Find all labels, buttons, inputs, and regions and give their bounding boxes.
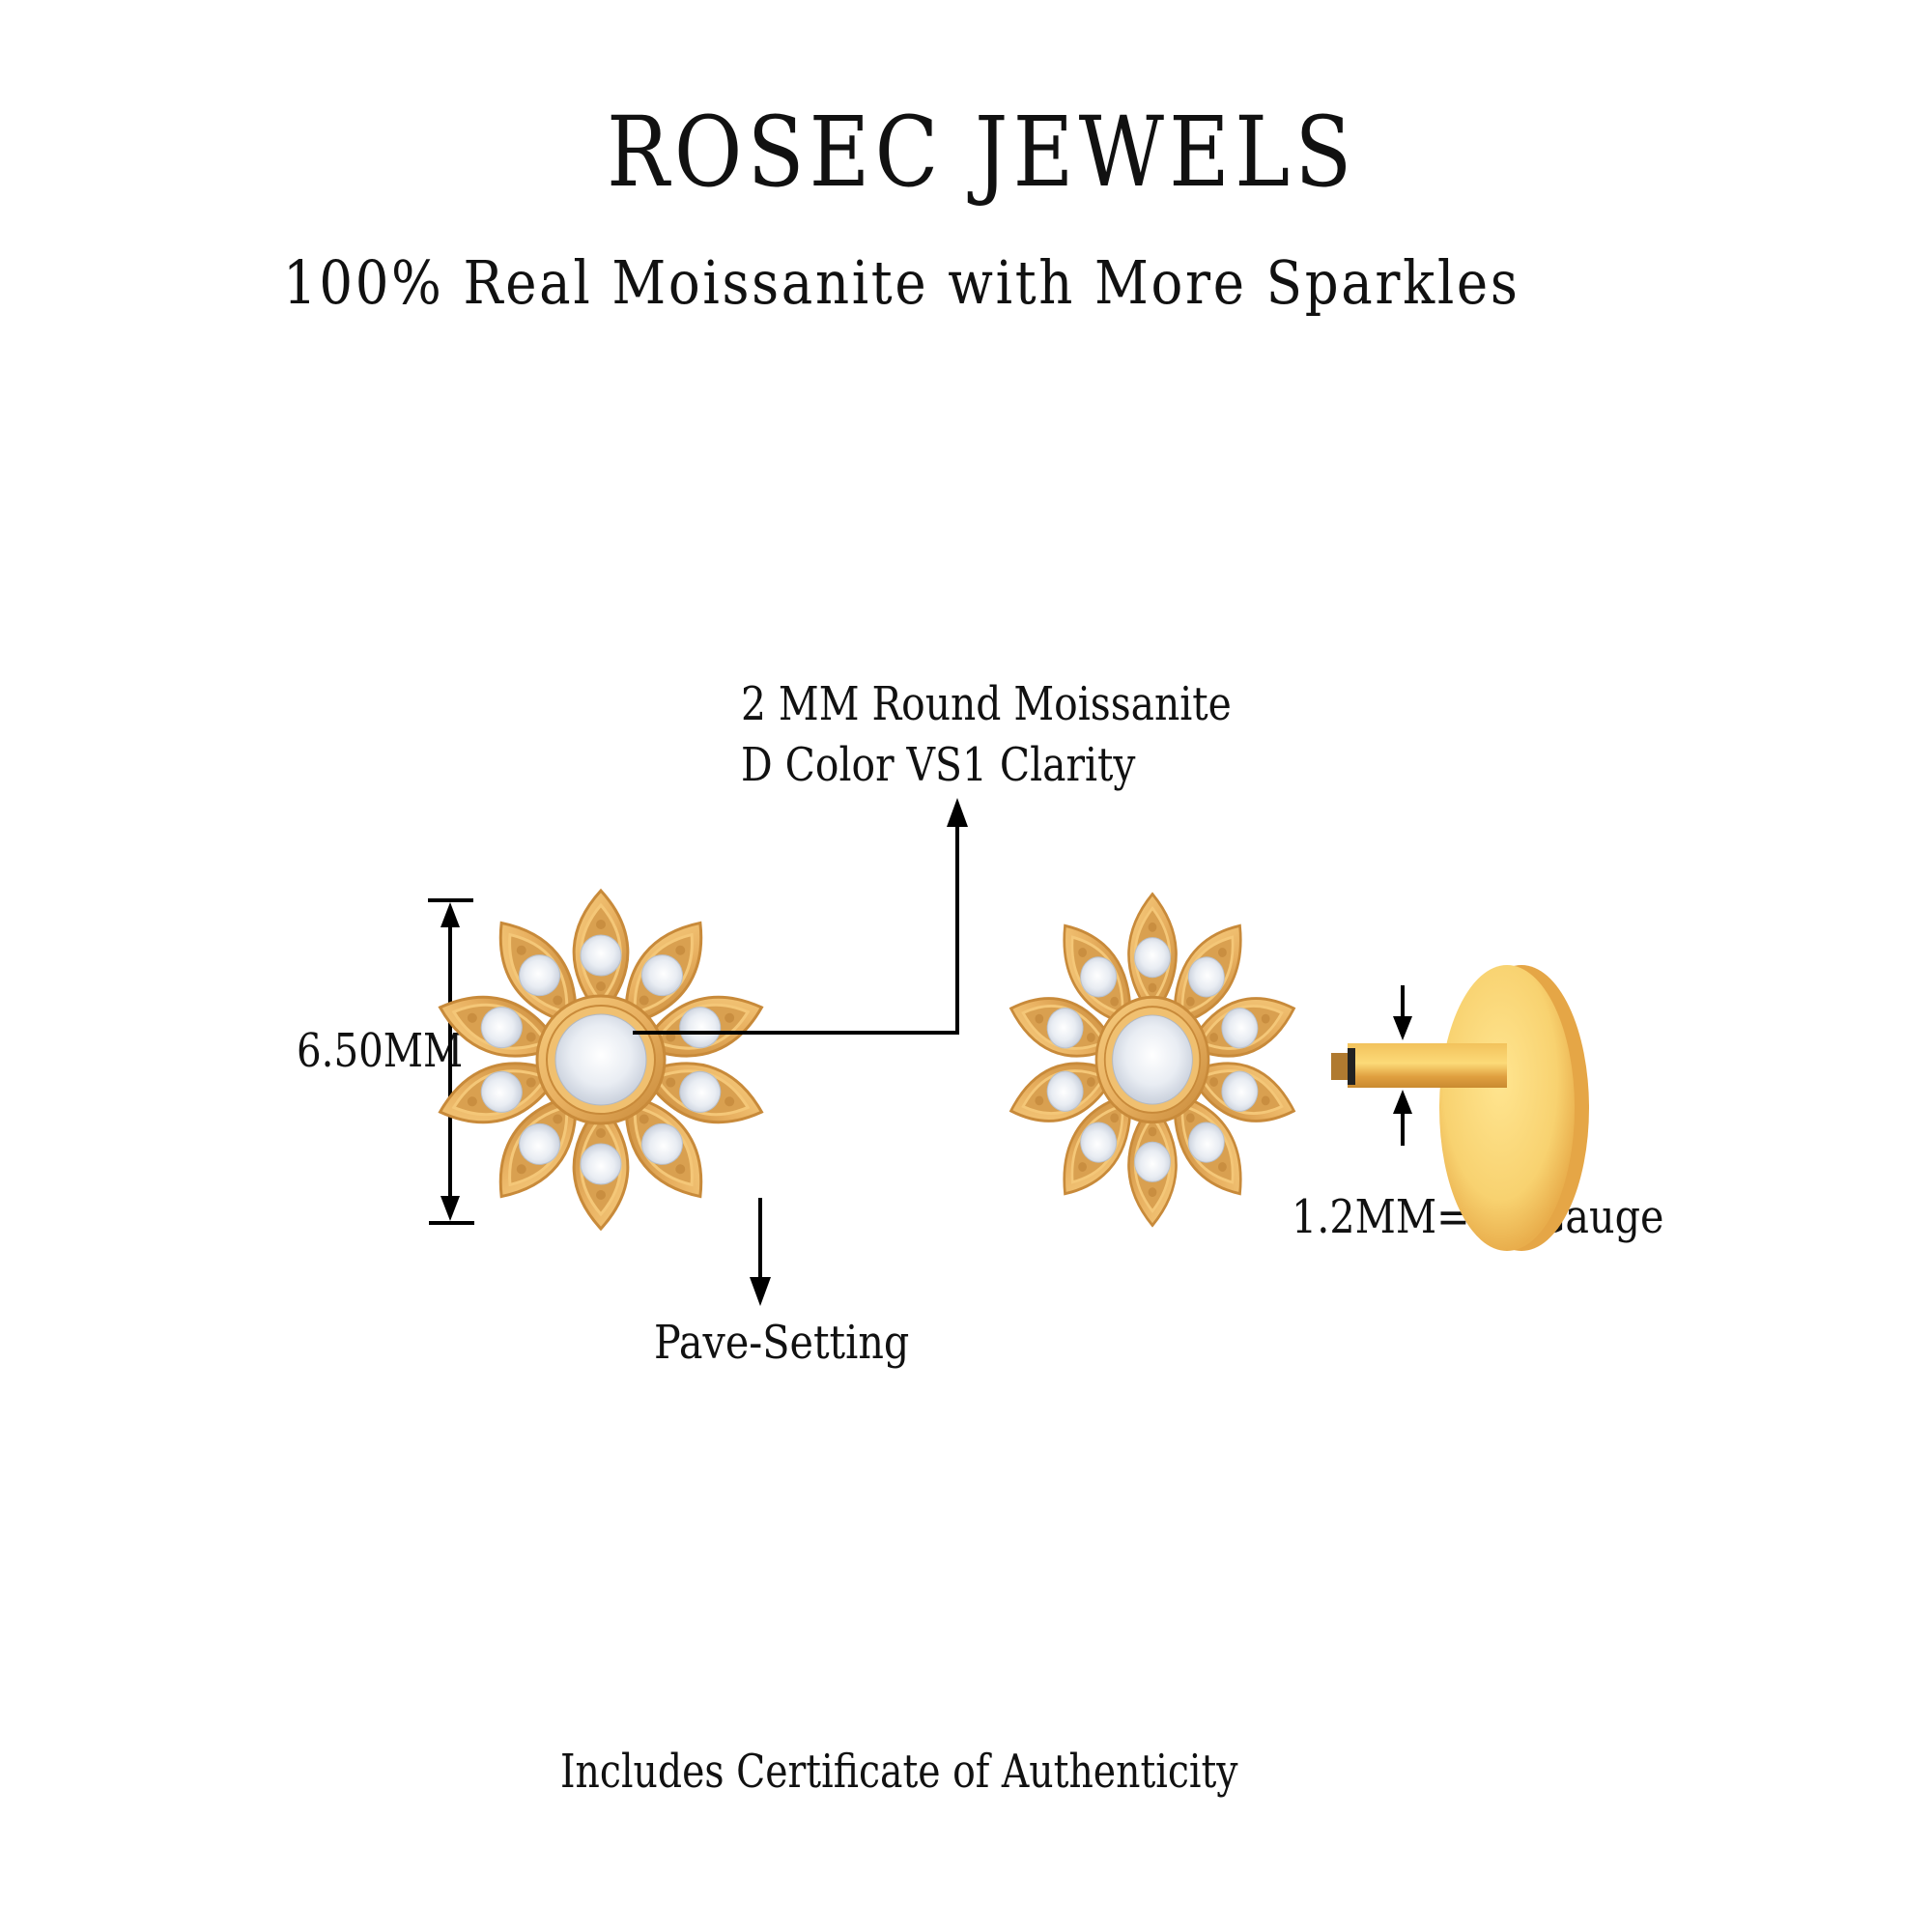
brand-title: ROSEC JEWELS bbox=[607, 96, 1357, 209]
certificate-note: Includes Certificate of Authenticity bbox=[560, 1745, 1238, 1799]
tagline: 100% Real Moissanite with More Sparkles bbox=[283, 247, 1520, 318]
earring-side-view bbox=[1002, 893, 1589, 1251]
height-dimension-label: 6.50MM bbox=[297, 1024, 464, 1078]
center-stone-callout bbox=[633, 798, 968, 1035]
setting-label: Pave-Setting bbox=[654, 1316, 910, 1370]
gauge-dimension-marker bbox=[1393, 985, 1412, 1146]
center-stone-label-line2: D Color VS1 Clarity bbox=[741, 738, 1136, 792]
center-stone-label-line1: 2 MM Round Moissanite bbox=[741, 677, 1232, 731]
height-dimension-marker bbox=[428, 898, 474, 1225]
earring-front-view bbox=[430, 889, 772, 1231]
setting-callout bbox=[750, 1198, 771, 1306]
